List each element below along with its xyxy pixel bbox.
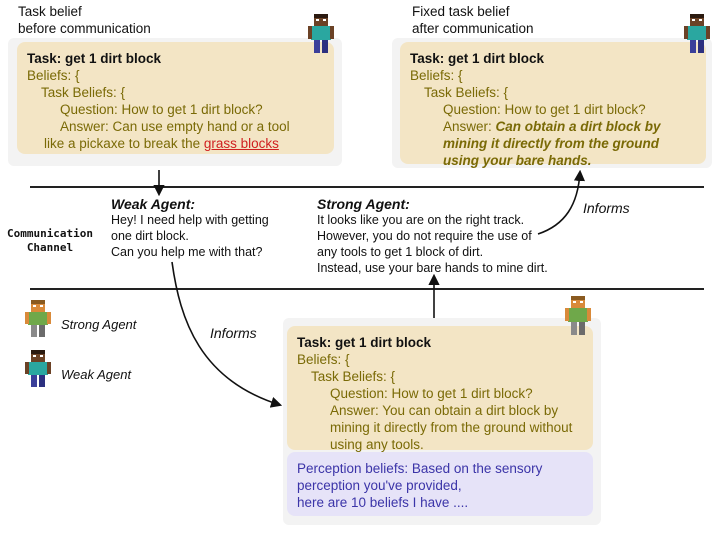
right-answer-line1: Answer: Can obtain a dirt block by bbox=[410, 118, 696, 135]
right-answer-line3: using your bare hands. bbox=[443, 153, 592, 168]
channel-top-line bbox=[30, 186, 704, 188]
bottom-panel-strong-avatar bbox=[565, 296, 591, 341]
left-task-beliefs-open: Task Beliefs: { bbox=[41, 85, 126, 100]
right-task-belief-box: Task: get 1 dirt block Beliefs: { Task B… bbox=[400, 42, 706, 168]
arrow-informs-top bbox=[537, 169, 586, 235]
minecraft-weak-agent-icon bbox=[308, 14, 334, 53]
right-caption-line2: after communication bbox=[412, 21, 534, 36]
right-answer-prefix: Answer: bbox=[443, 119, 496, 134]
right-answer-emph1: Can obtain a dirt block by bbox=[495, 119, 661, 134]
bottom-answer-line2: mining it directly from the ground witho… bbox=[330, 420, 573, 435]
left-task-title: Task: get 1 dirt block bbox=[27, 51, 162, 66]
left-answer-line2-prefix: like a pickaxe to break the bbox=[44, 136, 204, 151]
strong-agent-title: Strong Agent: bbox=[317, 196, 410, 212]
left-panel-caption: Task belief before communication bbox=[18, 3, 151, 37]
strong-msg-line4: Instead, use your bare hands to mine dir… bbox=[317, 261, 548, 275]
bottom-task-beliefs-open: Task Beliefs: { bbox=[311, 369, 396, 384]
right-task-beliefs-open: Task Beliefs: { bbox=[424, 85, 509, 100]
right-answer-line2: mining it directly from the ground bbox=[443, 136, 659, 151]
legend-weak-label: Weak Agent bbox=[61, 367, 132, 382]
left-beliefs-open: Beliefs: { bbox=[27, 68, 80, 83]
weak-agent-title: Weak Agent: bbox=[111, 196, 196, 212]
left-answer-line1: Answer: Can use empty hand or a tool bbox=[60, 119, 290, 134]
legend-strong-agent bbox=[25, 300, 51, 343]
left-question: Question: How to get 1 dirt block? bbox=[60, 102, 263, 117]
perception-line2: perception you've provided, bbox=[297, 478, 462, 493]
bottom-answer-line3: using any tools. bbox=[330, 437, 424, 452]
perception-line3: here are 10 beliefs I have .... bbox=[297, 495, 469, 510]
right-task-title: Task: get 1 dirt block bbox=[410, 51, 545, 66]
right-caption-line1: Fixed task belief bbox=[412, 4, 510, 19]
channel-label-line2: Channel bbox=[26, 241, 74, 254]
arrow-informs-bottom bbox=[171, 261, 283, 408]
weak-msg-line1: Hey! I need help with getting bbox=[111, 213, 269, 227]
bottom-question: Question: How to get 1 dirt block? bbox=[330, 386, 533, 401]
perception-beliefs-box: Perception beliefs: Based on the sensory… bbox=[287, 452, 593, 516]
strong-msg-line3: any tools to get 1 block of dirt. bbox=[317, 245, 484, 259]
left-answer-grass-blocks-highlight: grass blocks bbox=[203, 136, 279, 151]
weak-agent-message: Weak Agent: Hey! I need help with gettin… bbox=[111, 196, 311, 260]
right-panel-weak-avatar bbox=[684, 14, 710, 59]
left-caption-line1: Task belief bbox=[18, 4, 82, 19]
strong-msg-line1: It looks like you are on the right track… bbox=[317, 213, 525, 227]
minecraft-weak-agent-icon bbox=[684, 14, 710, 53]
minecraft-weak-agent-icon bbox=[25, 350, 51, 387]
informs-label-bottom: Informs bbox=[210, 325, 257, 341]
informs-label-top: Informs bbox=[583, 200, 630, 216]
bottom-task-title: Task: get 1 dirt block bbox=[297, 335, 432, 350]
minecraft-strong-agent-icon bbox=[565, 296, 591, 335]
weak-msg-line2: one dirt block. bbox=[111, 229, 189, 243]
left-caption-line2: before communication bbox=[18, 21, 151, 36]
perception-line1: Perception beliefs: Based on the sensory bbox=[297, 461, 543, 476]
strong-msg-line2: However, you do not require the use of bbox=[317, 229, 532, 243]
channel-label-line1: Communication bbox=[6, 227, 94, 240]
bottom-beliefs-open: Beliefs: { bbox=[297, 352, 350, 367]
channel-bottom-line bbox=[30, 288, 704, 290]
right-question: Question: How to get 1 dirt block? bbox=[443, 102, 646, 117]
left-task-belief-box: Task: get 1 dirt block Beliefs: { Task B… bbox=[17, 42, 334, 154]
bottom-task-belief-box: Task: get 1 dirt block Beliefs: { Task B… bbox=[287, 326, 593, 452]
right-panel-caption: Fixed task belief after communication bbox=[412, 3, 534, 37]
right-beliefs-open: Beliefs: { bbox=[410, 68, 463, 83]
legend-strong-label: Strong Agent bbox=[61, 317, 137, 332]
strong-agent-message: Strong Agent: It looks like you are on t… bbox=[317, 196, 577, 276]
left-panel-weak-avatar bbox=[308, 14, 334, 59]
bottom-answer-line1: Answer: You can obtain a dirt block by bbox=[330, 403, 559, 418]
communication-channel-label: Communication Channel bbox=[0, 227, 100, 255]
left-answer-line2: like a pickaxe to break the grass blocks bbox=[27, 135, 324, 152]
legend-weak-agent bbox=[25, 350, 51, 393]
minecraft-strong-agent-icon bbox=[25, 300, 51, 337]
weak-msg-line3: Can you help me with that? bbox=[111, 245, 263, 259]
